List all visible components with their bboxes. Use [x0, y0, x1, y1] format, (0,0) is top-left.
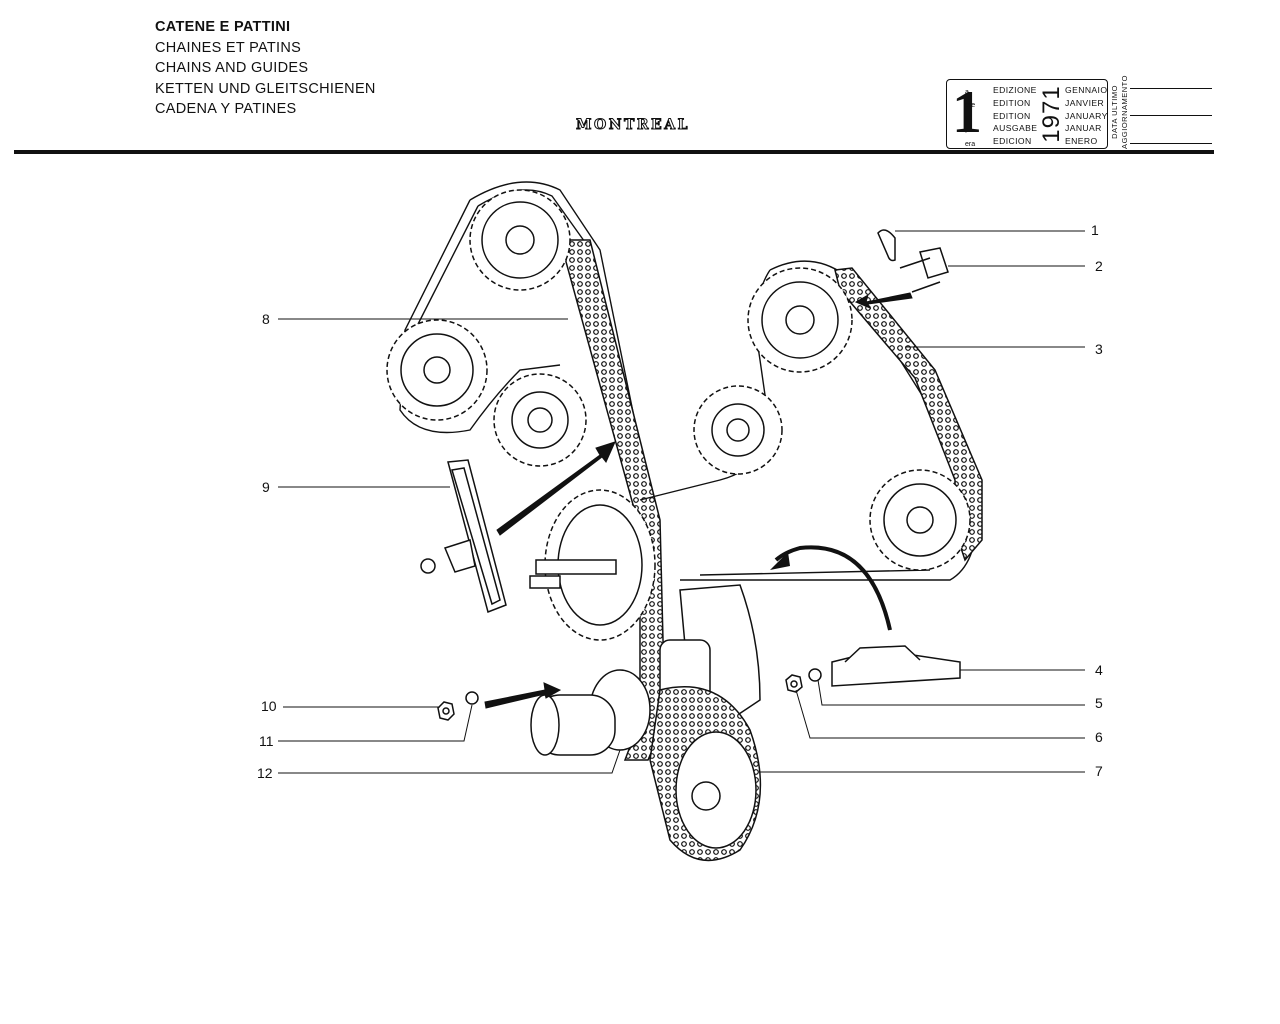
update-line: [1130, 143, 1212, 144]
drive-pulley: [530, 669, 651, 756]
leader-lines: [278, 230, 1085, 774]
sprocket-top-left: [469, 189, 571, 291]
edition-suffix: a: [965, 89, 969, 96]
nut-10: [437, 701, 455, 721]
callout-2: 2: [1095, 258, 1103, 274]
edition-month: GENNAIO: [1065, 85, 1108, 95]
edition-month: JANUARY: [1065, 110, 1108, 121]
chain-guide-left: [420, 459, 507, 614]
title-french: CHAINES ET PATINS: [155, 39, 302, 56]
title-english: CHAINS AND GUIDES: [155, 60, 309, 76]
callout-3: 3: [1095, 341, 1103, 357]
nut-6: [785, 674, 803, 693]
edition-month: ENERO: [1065, 136, 1098, 147]
edition-box: [946, 79, 1108, 149]
title-block: CATENE E PATTINI CHAINES ET PATINS CHAIN…: [155, 17, 376, 120]
edition-months: GENNAIO JANVIER JANUARY JANUAR ENERO: [1065, 84, 1108, 148]
callout-10: 10: [261, 698, 277, 714]
edition-suffix: .: [965, 128, 967, 135]
tensioner-pad: [831, 645, 961, 687]
arrow-icon: [484, 292, 913, 709]
idler-sprocket-right: [693, 385, 783, 475]
edition-month: JANUAR: [1065, 123, 1102, 134]
callout-7: 7: [1095, 763, 1103, 779]
washer-5: [808, 668, 822, 682]
chain-clip: [877, 229, 896, 262]
edition-suffix: st: [965, 115, 971, 122]
edition-word: EDITION: [993, 97, 1031, 108]
curved-arrow-icon: [774, 545, 892, 631]
edition-words: EDIZIONE EDITION EDITION AUSGABE EDICION: [993, 84, 1037, 148]
callout-8: 8: [262, 311, 270, 327]
title-italian: CATENE E PATTINI: [155, 19, 291, 35]
edition-number: 1: [952, 79, 982, 145]
central-sprocket: [529, 489, 656, 641]
arrow-icon: [770, 552, 790, 570]
callout-11: 11: [259, 733, 274, 749]
edition-word: EDIZIONE: [993, 85, 1037, 95]
header-rule: [14, 150, 1214, 154]
edition-suffix: era: [965, 141, 976, 148]
lower-sprocket: [675, 731, 757, 849]
washer-11: [465, 691, 479, 705]
edition-word: EDITION: [993, 110, 1031, 121]
update-line: [1130, 115, 1212, 116]
edition-month: JANVIER: [1065, 97, 1105, 108]
callout-9: 9: [262, 479, 270, 495]
callout-6: 6: [1095, 729, 1103, 745]
brand-logo: MONTREAL: [576, 117, 690, 134]
chain-link: [899, 247, 949, 293]
edition-suffixes: a ere st . era: [965, 86, 975, 151]
sprocket-top-right: [747, 267, 853, 373]
title-german: KETTEN UND GLEITSCHIENEN: [155, 80, 376, 97]
callout-1: 1: [1091, 222, 1099, 238]
edition-suffix: ere: [965, 102, 976, 109]
sprocket-mid-left: [386, 319, 488, 421]
title-spanish: CADENA Y PATINES: [155, 101, 297, 117]
edition-word: AUSGABE: [993, 123, 1038, 134]
update-line: [1130, 88, 1212, 89]
sprocket-bottom-right: [869, 469, 971, 571]
callout-5: 5: [1095, 695, 1103, 711]
edition-word: EDICION: [993, 136, 1032, 147]
callout-12: 12: [257, 765, 273, 781]
callout-4: 4: [1095, 662, 1103, 678]
idler-sprocket-left: [493, 373, 587, 467]
